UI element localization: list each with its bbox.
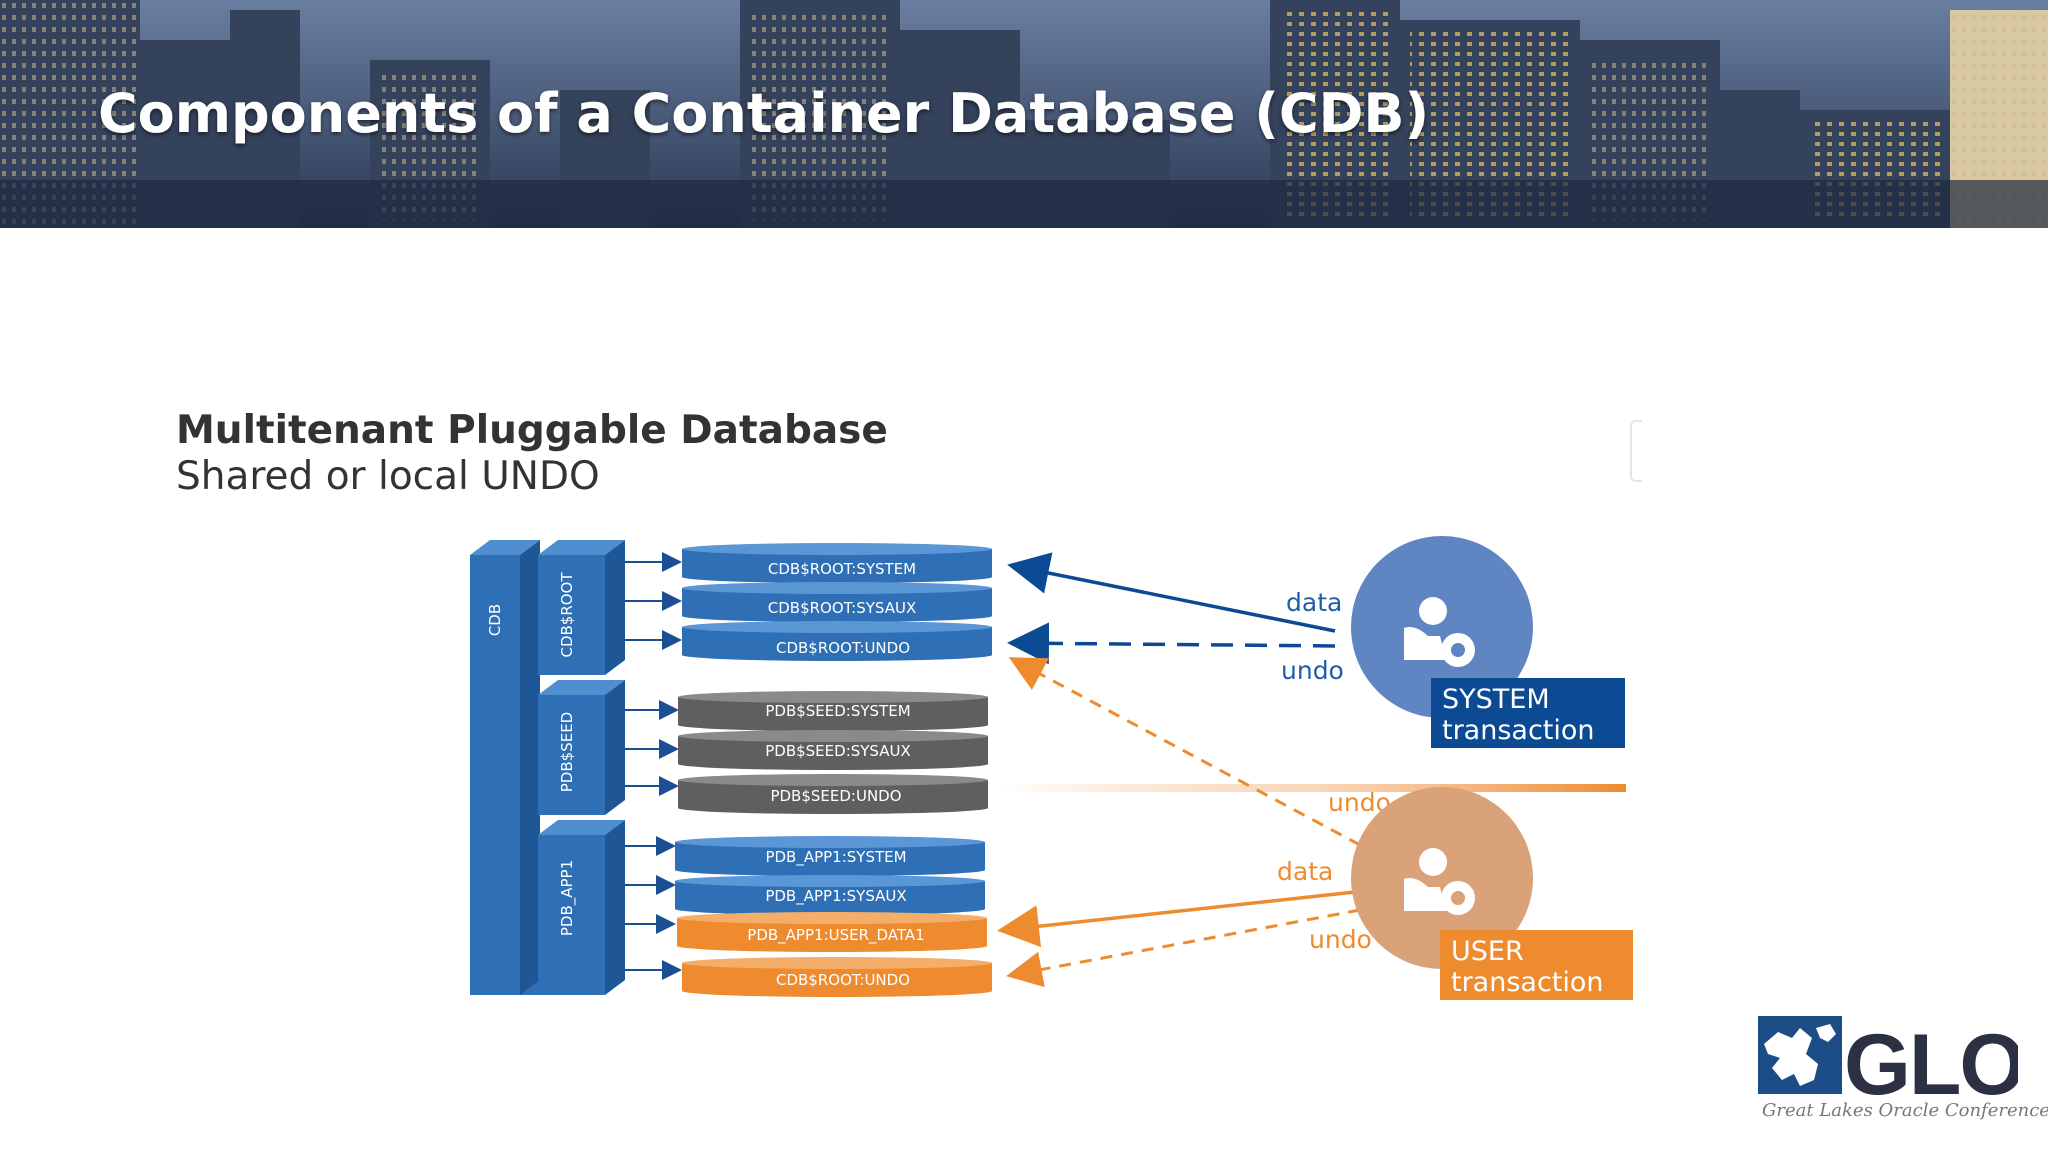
seed-datafile-undo: PDB$SEED:UNDO <box>678 774 988 814</box>
app1-datafile-user-data1: PDB_APP1:USER_DATA1 <box>677 912 987 952</box>
user-transaction-label-box: USER transaction <box>1440 930 1633 1000</box>
system-data-arrow <box>1007 552 1336 633</box>
seed-datafile-system-label: PDB$SEED:SYSTEM <box>765 702 910 720</box>
user-undo-label: undo <box>1309 925 1372 954</box>
logo-wordmark: GLOC <box>1844 1017 2018 1113</box>
root-datafile-sysaux: CDB$ROOT:SYSAUX <box>682 582 992 622</box>
pdb-app1-block: PDB_APP1 <box>538 820 625 995</box>
city-skyline-image <box>0 0 2048 228</box>
user-data-label: data <box>1277 857 1333 886</box>
app1-datafile-system-label: PDB_APP1:SYSTEM <box>765 848 906 867</box>
system-data-label: data <box>1286 588 1342 617</box>
cdb-label: CDB <box>486 604 504 636</box>
seed-datafile-system: PDB$SEED:SYSTEM <box>678 691 988 731</box>
diagram-heading: Multitenant Pluggable Database <box>176 408 888 453</box>
user-transaction-icon <box>1351 787 1533 969</box>
user-transaction-line2: transaction <box>1451 967 1604 998</box>
system-undo-arrow <box>1007 622 1336 665</box>
root-datafile-undo-label: CDB$ROOT:UNDO <box>776 639 910 657</box>
logo-tagline: Great Lakes Oracle Conference <box>1762 1100 2048 1121</box>
local-undo-divider <box>1000 784 1626 792</box>
cdb-container-block: CDB <box>470 540 540 995</box>
pdb-seed-block: PDB$SEED <box>538 680 625 815</box>
user-transaction-line1: USER <box>1451 936 1524 967</box>
seed-datafile-sysaux-label: PDB$SEED:SYSAUX <box>765 742 911 760</box>
seed-datafile-undo-label: PDB$SEED:UNDO <box>770 787 901 805</box>
user-undo-arrow <box>1006 908 1361 988</box>
root-datafile-system: CDB$ROOT:SYSTEM <box>682 543 992 583</box>
app1-datafile-root-undo: CDB$ROOT:UNDO <box>682 957 992 997</box>
pdb-seed-label: PDB$SEED <box>558 712 576 792</box>
cdb-root-label: CDB$ROOT <box>558 572 576 658</box>
pdb-app1-label: PDB_APP1 <box>558 860 577 936</box>
app1-datafile-sysaux-label: PDB_APP1:SYSAUX <box>765 887 906 906</box>
system-transaction-line2: transaction <box>1442 715 1595 746</box>
datafile-connectors <box>625 552 682 980</box>
diagram-subheading: Shared or local UNDO <box>176 454 600 499</box>
cdb-root-block: CDB$ROOT <box>538 540 625 675</box>
system-undo-label: undo <box>1281 656 1344 685</box>
root-datafile-system-label: CDB$ROOT:SYSTEM <box>768 560 916 578</box>
app1-datafile-root-undo-label: CDB$ROOT:UNDO <box>776 971 910 989</box>
app1-datafile-system: PDB_APP1:SYSTEM <box>675 836 985 876</box>
app1-datafile-user-data1-label: PDB_APP1:USER_DATA1 <box>747 926 924 945</box>
user-undo-to-root-arrow <box>1008 657 1361 847</box>
app1-datafile-sysaux: PDB_APP1:SYSAUX <box>675 875 985 915</box>
system-transaction-icon <box>1351 536 1533 718</box>
slide-title: Components of a Container Database (CDB) <box>98 82 1430 145</box>
system-transaction-line1: SYSTEM <box>1442 684 1550 715</box>
seed-datafile-sysaux: PDB$SEED:SYSAUX <box>678 730 988 770</box>
page-tab-marker <box>1630 420 1642 482</box>
root-datafile-sysaux-label: CDB$ROOT:SYSAUX <box>768 599 916 617</box>
system-transaction-label-box: SYSTEM transaction <box>1431 678 1625 748</box>
root-datafile-undo: CDB$ROOT:UNDO <box>682 621 992 661</box>
user-data-arrow <box>997 890 1356 948</box>
gloc-logo: GLOC <box>1758 1016 2018 1113</box>
header-banner: Components of a Container Database (CDB) <box>0 0 2048 228</box>
